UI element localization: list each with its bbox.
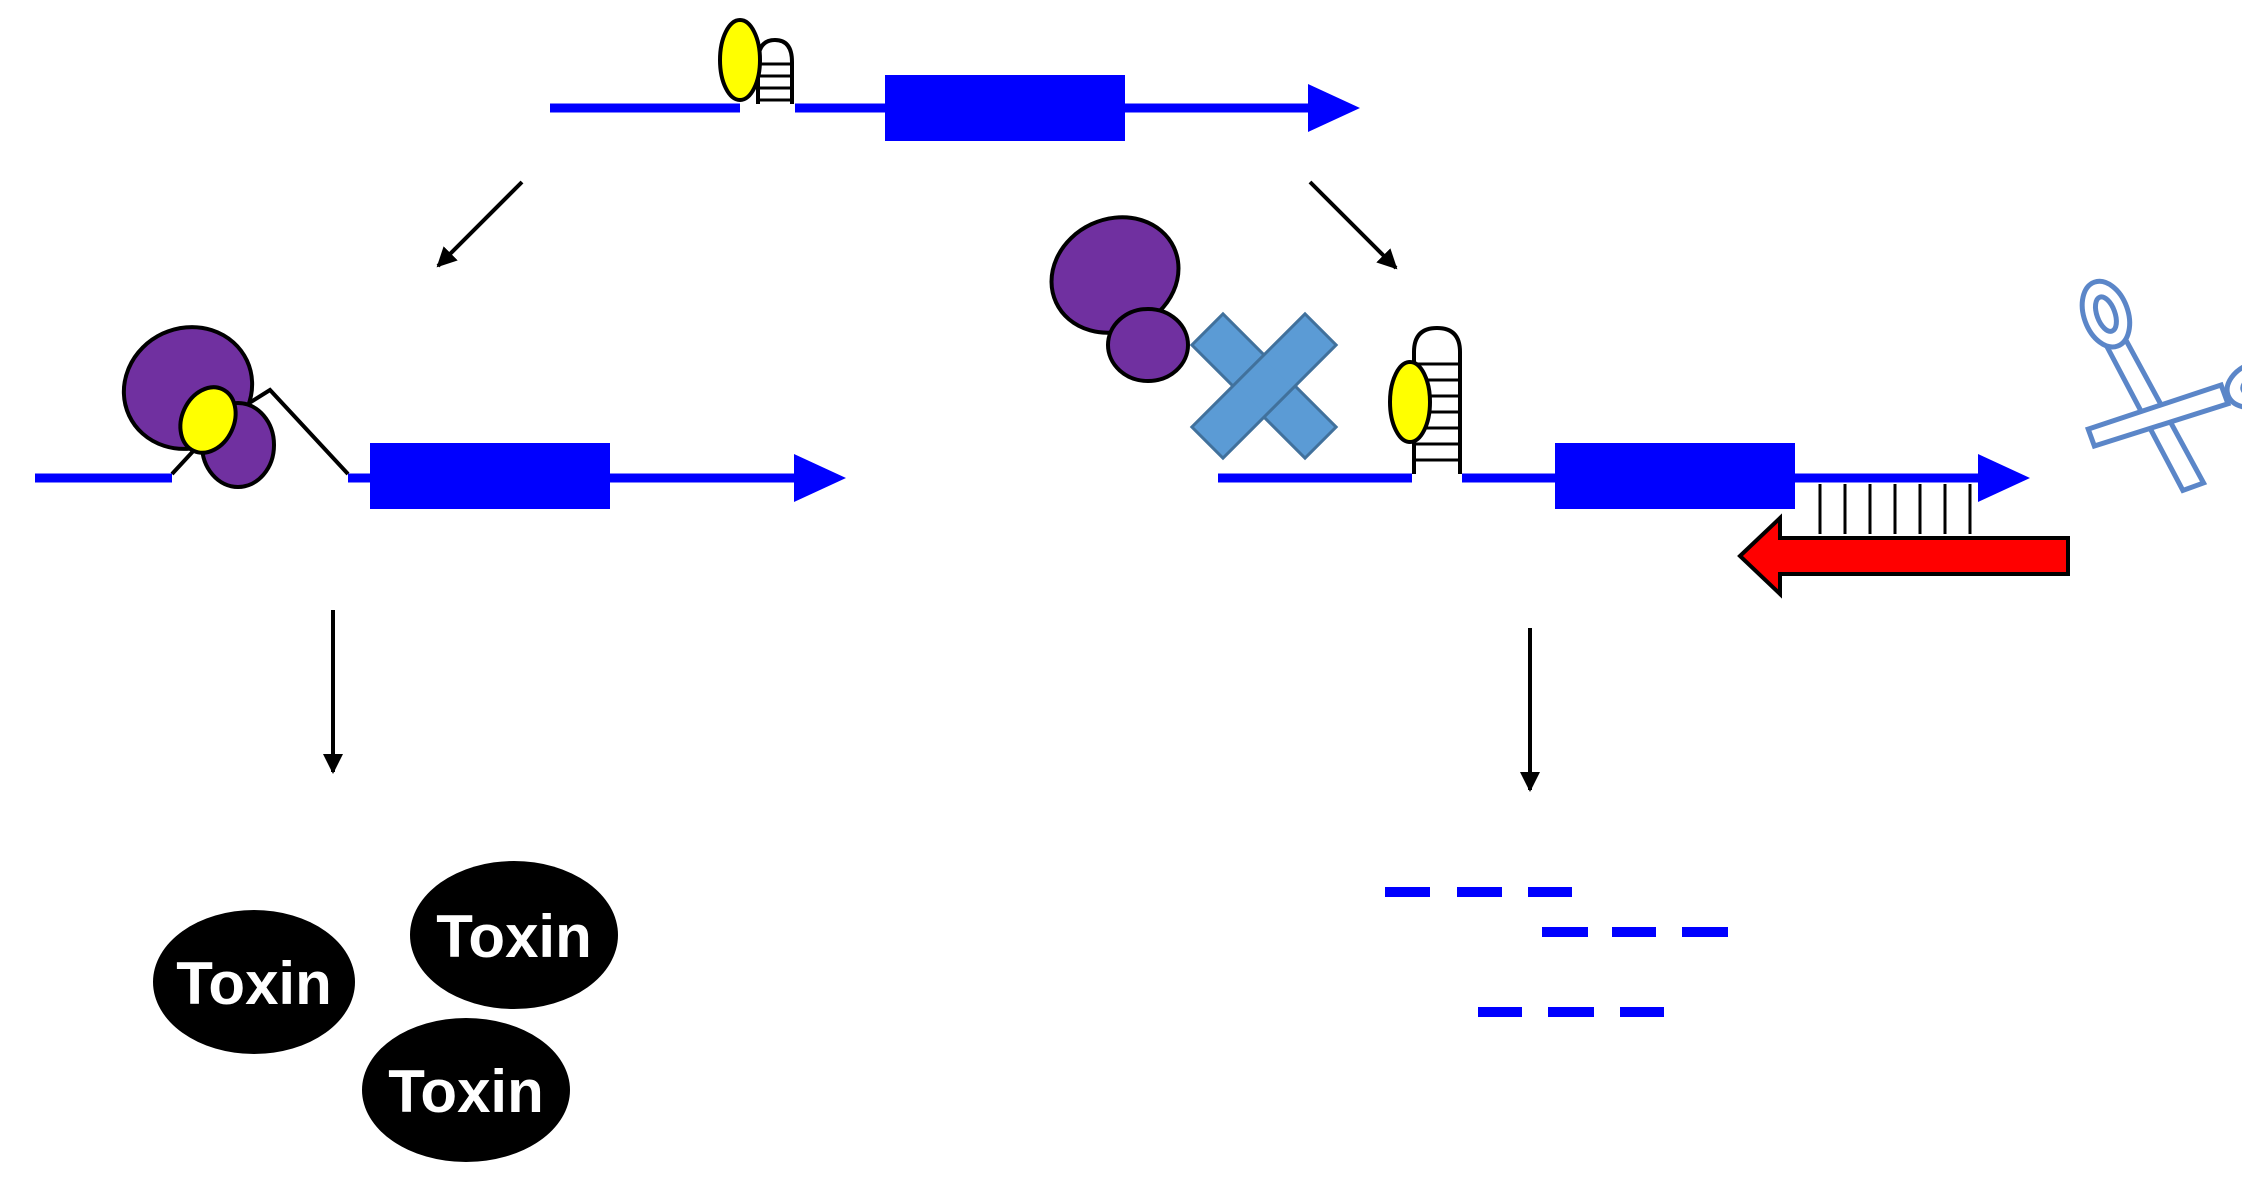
left-ribosome	[121, 325, 276, 489]
right-mrna	[1218, 325, 2030, 509]
right-mrna-arrowhead	[1978, 454, 2030, 502]
toxin-1-body	[153, 910, 355, 1054]
arrow-to-translation	[436, 180, 524, 268]
toxin-group: Toxin Toxin Toxin	[153, 861, 618, 1162]
left-rbs	[178, 385, 238, 455]
top-mrna	[550, 18, 1360, 141]
toxin-1-label: Toxin	[176, 950, 332, 1017]
top-coding-region	[885, 75, 1125, 141]
toxin-2: Toxin	[410, 861, 618, 1009]
toxin-3-label: Toxin	[388, 1058, 544, 1125]
degraded-mrna-fragments	[1385, 887, 1728, 1017]
arrow-to-repression	[1308, 180, 1398, 270]
left-mrna-arrowhead	[794, 454, 846, 502]
scissors-icon	[2079, 278, 2242, 494]
top-mrna-arrowhead	[1308, 84, 1360, 132]
top-hairpin	[756, 37, 794, 104]
right-ribosome	[1049, 215, 1190, 383]
antisense-duplex	[1818, 484, 1972, 534]
top-rbs	[718, 18, 762, 102]
x-mark-icon	[1189, 311, 1339, 461]
toxin-3-body	[362, 1018, 570, 1162]
right-coding-region	[1555, 443, 1795, 509]
left-coding-region	[370, 443, 610, 509]
toxin-3: Toxin	[362, 1018, 570, 1162]
toxin-2-body	[410, 861, 618, 1009]
antisense-rna-arrow	[1737, 513, 2070, 599]
free-ribosome-small-subunit	[1106, 307, 1190, 383]
right-rbs	[1388, 360, 1432, 444]
left-mrna	[35, 387, 846, 509]
toxin-1: Toxin	[153, 910, 355, 1054]
toxin-2-label: Toxin	[436, 903, 592, 970]
